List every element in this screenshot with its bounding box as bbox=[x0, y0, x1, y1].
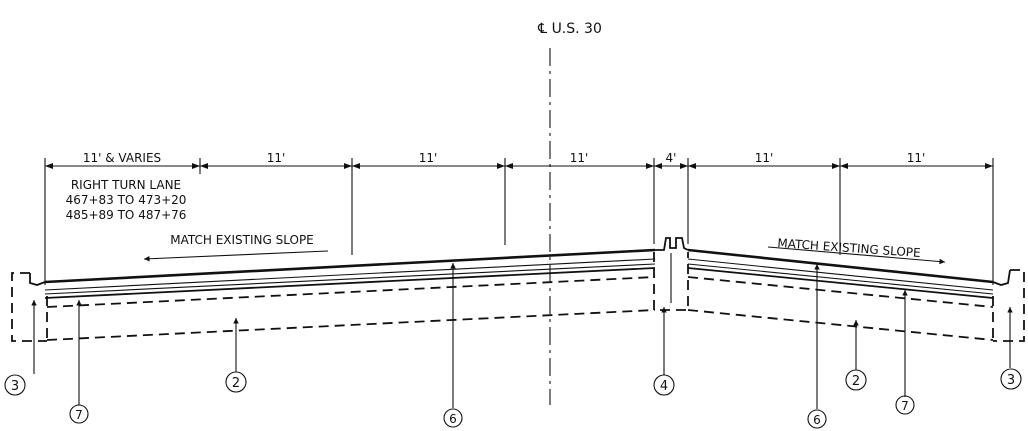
callout-3-right: 3 bbox=[1000, 368, 1022, 390]
right-roadway-section bbox=[687, 248, 994, 341]
dim-label-lane-4: 11' bbox=[755, 151, 774, 165]
slope-arrow-right bbox=[767, 246, 946, 265]
callout-6-left: 6 bbox=[443, 408, 463, 428]
right-curb bbox=[992, 269, 1025, 342]
turn-lane-range-2: 485+89 TO 487+76 bbox=[66, 208, 187, 222]
svg-text:7: 7 bbox=[75, 408, 83, 422]
slope-arrow-left bbox=[143, 250, 329, 262]
svg-text:6: 6 bbox=[449, 412, 457, 426]
median bbox=[653, 237, 689, 311]
slope-label-right: MATCH EXISTING SLOPE bbox=[777, 236, 921, 260]
dim-label-median: 4' bbox=[666, 151, 677, 165]
svg-text:2: 2 bbox=[852, 374, 860, 389]
dim-label-lane-3: 11' bbox=[570, 151, 589, 165]
callout-3-left: 3 bbox=[4, 374, 26, 396]
dim-label-turn-lane: 11' & VARIES bbox=[83, 151, 161, 165]
callout-7-right: 7 bbox=[895, 395, 915, 415]
svg-text:6: 6 bbox=[813, 413, 821, 427]
dim-label-lane-1: 11' bbox=[267, 151, 286, 165]
dim-label-lane-2: 11' bbox=[419, 151, 438, 165]
centerline-label: ℄ U.S. 30 bbox=[537, 21, 602, 37]
turn-lane-title: RIGHT TURN LANE bbox=[71, 178, 181, 192]
svg-text:3: 3 bbox=[1007, 373, 1015, 388]
turn-lane-range-1: 467+83 TO 473+20 bbox=[66, 193, 187, 207]
svg-text:2: 2 bbox=[232, 376, 240, 391]
svg-text:4: 4 bbox=[660, 379, 668, 394]
callout-4: 4 bbox=[653, 374, 675, 396]
dimension-line bbox=[44, 158, 994, 285]
left-curb bbox=[11, 272, 47, 342]
dim-label-lane-5: 11' bbox=[907, 151, 926, 165]
left-roadway-section bbox=[44, 248, 656, 341]
svg-text:3: 3 bbox=[11, 379, 19, 394]
callout-2-left: 2 bbox=[225, 371, 247, 393]
callout-leaders bbox=[31, 263, 1013, 409]
callout-7-left: 7 bbox=[69, 404, 89, 424]
callout-6-right: 6 bbox=[807, 409, 827, 429]
slope-label-left: MATCH EXISTING SLOPE bbox=[170, 233, 314, 247]
callout-2-right: 2 bbox=[845, 369, 867, 391]
svg-text:7: 7 bbox=[901, 399, 909, 413]
